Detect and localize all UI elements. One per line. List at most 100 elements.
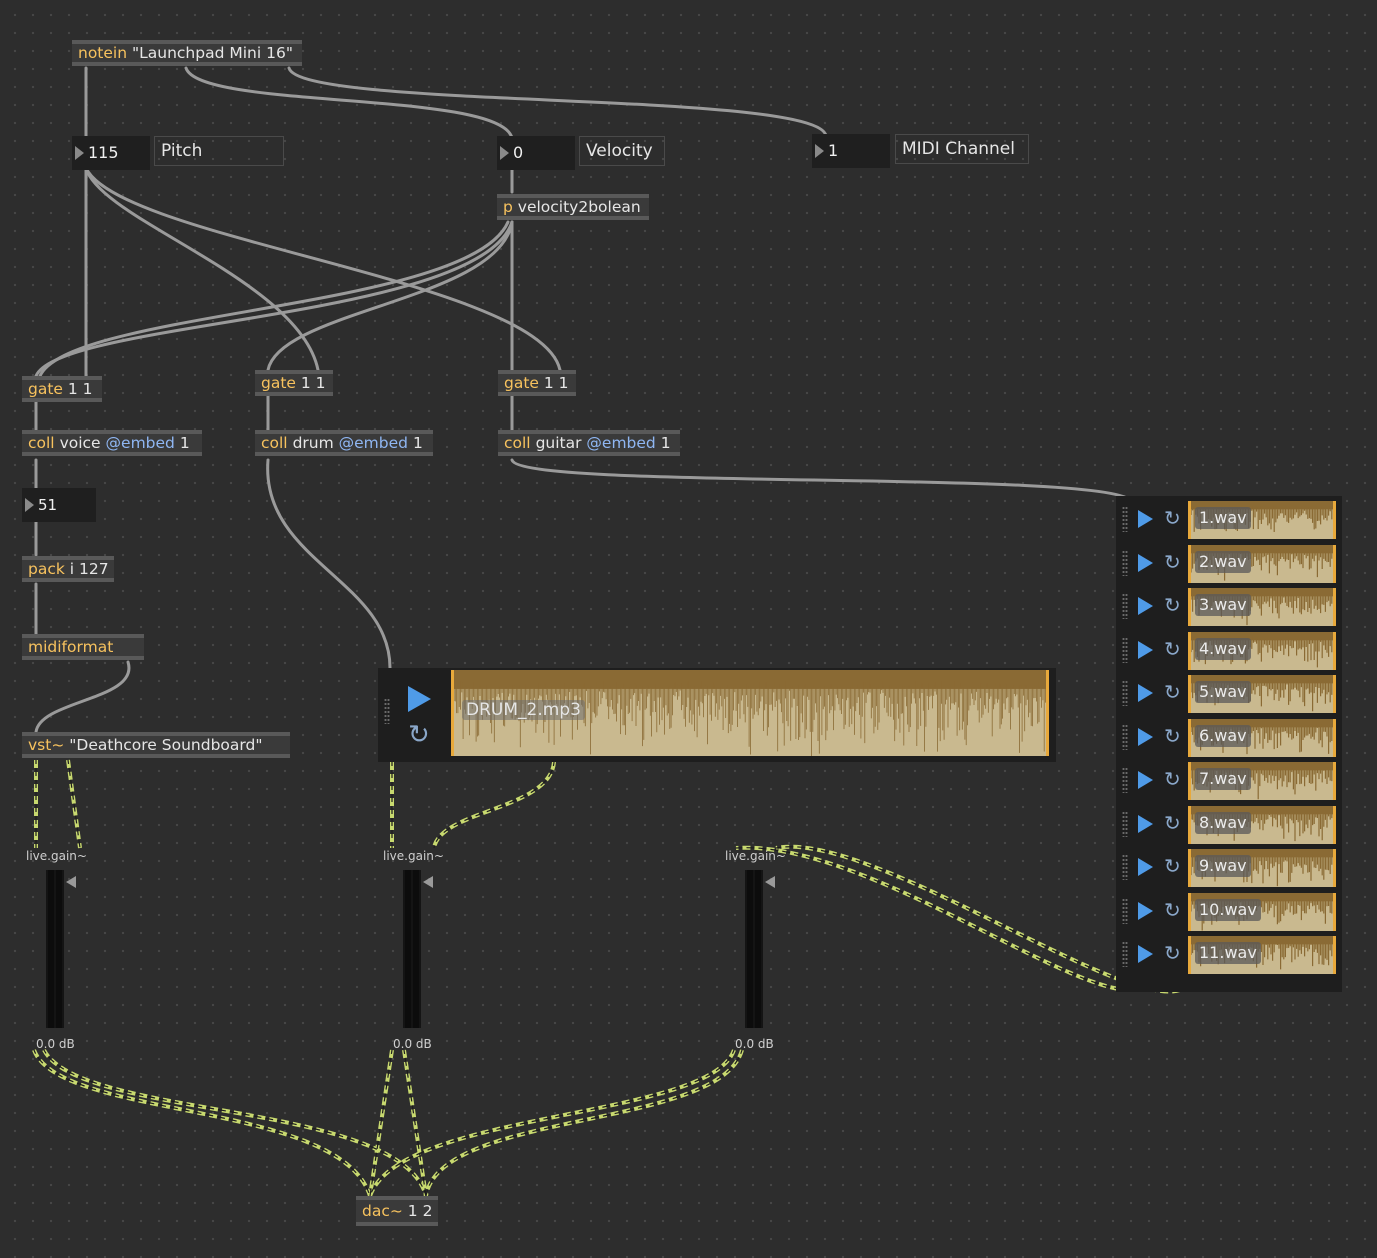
playlist-waveform[interactable]: 1.wav xyxy=(1188,501,1336,539)
playlist-waveform[interactable]: 10.wav xyxy=(1188,892,1336,931)
channel-value: 1 xyxy=(828,141,839,160)
drag-handle[interactable] xyxy=(1122,549,1128,576)
cord-pitch-gate-guitar xyxy=(84,166,562,372)
loop-icon[interactable]: ↻ xyxy=(1164,854,1181,878)
playlist-row[interactable]: ↻ 11.wav xyxy=(1116,933,1341,977)
velocity-number[interactable]: 0 xyxy=(497,136,575,170)
cord-p-gate-drum xyxy=(266,220,514,372)
gate-voice-object[interactable]: gate 1 1 xyxy=(22,376,102,402)
object-attr-value: 1 xyxy=(660,434,671,452)
playlist-waveform[interactable]: 3.wav xyxy=(1188,588,1336,626)
play-icon[interactable] xyxy=(1138,553,1153,572)
playlist-row[interactable]: ↻ 5.wav xyxy=(1116,672,1341,716)
drag-handle[interactable] xyxy=(1122,680,1128,706)
loop-icon[interactable]: ↻ xyxy=(1164,767,1181,791)
gain2-meter[interactable] xyxy=(403,870,421,1028)
drag-handle[interactable] xyxy=(384,698,390,724)
playlist-waveform[interactable]: 7.wav xyxy=(1188,762,1336,800)
cord-p-gate-voice-2 xyxy=(38,220,510,378)
sig-gain2-dac-l xyxy=(368,1049,394,1197)
gain1-meter[interactable] xyxy=(46,870,64,1028)
play-icon[interactable] xyxy=(1138,858,1153,876)
midiformat-object[interactable]: midiformat xyxy=(22,634,144,660)
vst-object[interactable]: vst~ "Deathcore Soundboard" xyxy=(22,732,290,758)
drag-handle[interactable] xyxy=(1122,941,1128,967)
drag-handle[interactable] xyxy=(1122,593,1128,619)
playlist-waveform[interactable]: 6.wav xyxy=(1188,718,1336,757)
voice-output-number[interactable]: 51 xyxy=(22,488,96,522)
drum-waveform[interactable]: DRUM_2.mp3 xyxy=(451,670,1049,756)
loop-icon[interactable]: ↻ xyxy=(1164,636,1181,661)
gain1-slider-handle[interactable] xyxy=(66,876,76,888)
velocity2bolean-subpatch[interactable]: p velocity2bolean xyxy=(497,194,649,220)
loop-icon[interactable]: ↻ xyxy=(1164,941,1181,965)
drum-player[interactable]: ↻ DRUM_2.mp3 xyxy=(378,668,1056,762)
playlist-row[interactable]: ↻ 1.wav xyxy=(1116,498,1341,542)
coll-voice-object[interactable]: coll voice @embed 1 xyxy=(22,430,202,456)
play-icon[interactable] xyxy=(1138,901,1153,920)
coll-drum-object[interactable]: coll drum @embed 1 xyxy=(255,430,433,456)
drag-handle[interactable] xyxy=(1122,897,1128,924)
channel-number[interactable]: 1 xyxy=(812,134,890,168)
object-args: drum xyxy=(292,434,334,452)
playlist-row[interactable]: ↻ 2.wav xyxy=(1116,542,1341,586)
dac-object[interactable]: dac~ 1 2 xyxy=(356,1196,438,1226)
guitar-playlist[interactable]: ↻ 1.wav ↻ 2.wav ↻ 3.wav ↻ 4.wav ↻ 5.wav ↻ 6.wav ↻ 7.w… xyxy=(1116,496,1342,992)
play-icon[interactable] xyxy=(1138,727,1153,746)
object-class: gate xyxy=(28,380,63,398)
loop-icon[interactable]: ↻ xyxy=(1164,810,1181,835)
playlist-row[interactable]: ↻ 7.wav xyxy=(1116,759,1341,803)
playlist-waveform[interactable]: 2.wav xyxy=(1188,544,1336,583)
play-icon[interactable] xyxy=(1138,945,1153,963)
pack-object[interactable]: pack i 127 xyxy=(22,556,114,582)
loop-icon[interactable]: ↻ xyxy=(1164,680,1181,704)
channel-comment: MIDI Channel xyxy=(895,134,1029,164)
loop-icon[interactable]: ↻ xyxy=(1164,506,1181,530)
sig-gain2-dac-r xyxy=(402,1049,428,1197)
notein-object[interactable]: notein "Launchpad Mini 16" xyxy=(72,40,302,66)
loop-icon[interactable]: ↻ xyxy=(1164,897,1181,922)
gate-drum-object[interactable]: gate 1 1 xyxy=(255,370,333,396)
gain3-slider-handle[interactable] xyxy=(765,876,775,888)
gain3-meter[interactable] xyxy=(745,870,763,1028)
playlist-row[interactable]: ↻ 9.wav xyxy=(1116,846,1341,890)
cord-pitch-gate-drum xyxy=(84,166,320,372)
play-icon[interactable] xyxy=(1138,771,1153,789)
drag-handle[interactable] xyxy=(1122,767,1128,793)
cord-coll-guitar-playlist xyxy=(510,458,1132,502)
loop-icon[interactable]: ↻ xyxy=(1164,723,1181,748)
drag-handle[interactable] xyxy=(1122,723,1128,750)
pitch-number[interactable]: 115 xyxy=(72,136,150,170)
play-icon[interactable] xyxy=(1138,510,1153,528)
playlist-waveform[interactable]: 9.wav xyxy=(1188,849,1336,887)
playlist-row[interactable]: ↻ 3.wav xyxy=(1116,585,1341,629)
object-class: vst~ xyxy=(28,736,65,754)
play-icon[interactable] xyxy=(1138,814,1153,833)
playlist-row[interactable]: ↻ 6.wav xyxy=(1116,716,1341,760)
drag-handle[interactable] xyxy=(1122,810,1128,837)
playlist-waveform[interactable]: 11.wav xyxy=(1188,936,1336,974)
loop-icon[interactable]: ↻ xyxy=(1164,549,1181,574)
cord-notein-velocity xyxy=(184,66,514,140)
play-icon[interactable] xyxy=(408,686,431,712)
playlist-waveform[interactable]: 4.wav xyxy=(1188,631,1336,670)
play-icon[interactable] xyxy=(1138,597,1153,615)
playlist-row[interactable]: ↻ 8.wav xyxy=(1116,803,1341,847)
play-icon[interactable] xyxy=(1138,640,1153,659)
gain3-value: 0.0 dB xyxy=(735,1037,774,1051)
playlist-row[interactable]: ↻ 4.wav xyxy=(1116,629,1341,673)
gain2-slider-handle[interactable] xyxy=(423,876,433,888)
object-args: 1 1 xyxy=(67,380,93,398)
loop-icon[interactable]: ↻ xyxy=(408,720,430,750)
coll-guitar-object[interactable]: coll guitar @embed 1 xyxy=(498,430,680,456)
drag-handle[interactable] xyxy=(1122,506,1128,532)
play-icon[interactable] xyxy=(1138,684,1153,702)
playlist-row[interactable]: ↻ 10.wav xyxy=(1116,890,1341,934)
drag-handle[interactable] xyxy=(1122,636,1128,663)
playlist-waveform[interactable]: 5.wav xyxy=(1188,675,1336,713)
gate-guitar-object[interactable]: gate 1 1 xyxy=(498,370,576,396)
drag-handle[interactable] xyxy=(1122,854,1128,880)
playlist-waveform[interactable]: 8.wav xyxy=(1188,805,1336,844)
loop-icon[interactable]: ↻ xyxy=(1164,593,1181,617)
